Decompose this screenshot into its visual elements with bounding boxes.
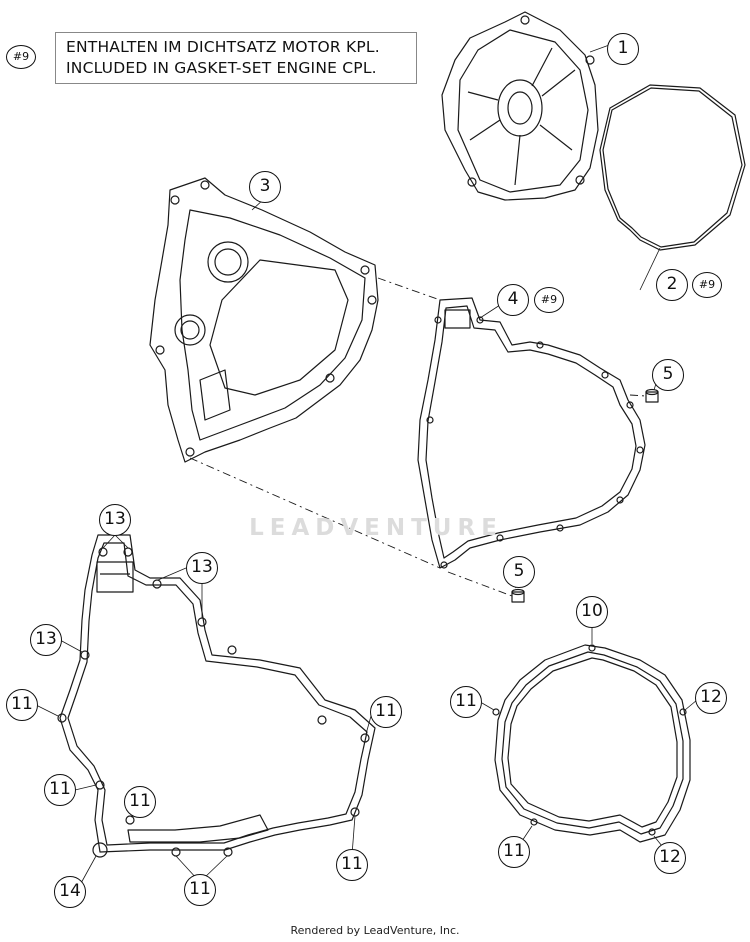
callout-11-inner: 11: [124, 786, 156, 818]
small-gasket: [492, 644, 691, 843]
callout-11-left: 11: [6, 689, 38, 721]
callout-12-right: 12: [695, 682, 727, 714]
large-gasket: [57, 534, 376, 858]
leader-lines: [35, 39, 698, 886]
callout-11-small-left: 11: [450, 686, 482, 718]
callout-11-bottom: 11: [184, 874, 216, 906]
callout-1: 1: [607, 33, 639, 65]
note-line-german: ENTHALTEN IM DICHTSATZ MOTOR KPL.: [66, 38, 380, 56]
callout-12-bottom: 12: [654, 842, 686, 874]
watermark: LEADVENTURE: [249, 515, 503, 541]
callout-5-lower: 5: [503, 556, 535, 588]
callout-2-ref: #9: [692, 272, 722, 298]
callout-4: 4: [497, 284, 529, 316]
part-2-o-ring: [599, 84, 746, 251]
callout-4-ref: #9: [534, 287, 564, 313]
part-4-gasket: [417, 297, 646, 569]
callout-13-left: 13: [30, 624, 62, 656]
callout-5-upper: 5: [652, 359, 684, 391]
callout-11-right: 11: [370, 696, 402, 728]
callout-10: 10: [576, 596, 608, 628]
callout-13-right: 13: [186, 552, 218, 584]
note-line-english: INCLUDED IN GASKET-SET ENGINE CPL.: [66, 59, 377, 77]
callout-11-bottom-right: 11: [336, 849, 368, 881]
callout-2: 2: [656, 269, 688, 301]
part-5-dowels: [511, 388, 659, 603]
part-3-cover-housing: [149, 177, 379, 463]
footer-credit: Rendered by LeadVenture, Inc.: [290, 924, 460, 937]
note-reference-badge: #9: [6, 45, 36, 69]
callout-3: 3: [249, 171, 281, 203]
callout-13-top: 13: [99, 504, 131, 536]
alignment-lines: [189, 277, 647, 597]
callout-11-small-bottom: 11: [498, 836, 530, 868]
part-1-clutch-cover: [441, 11, 599, 201]
callout-14: 14: [54, 876, 86, 908]
gasket-set-note: ENTHALTEN IM DICHTSATZ MOTOR KPL. INCLUD…: [55, 32, 417, 84]
callout-11-lower-left: 11: [44, 774, 76, 806]
